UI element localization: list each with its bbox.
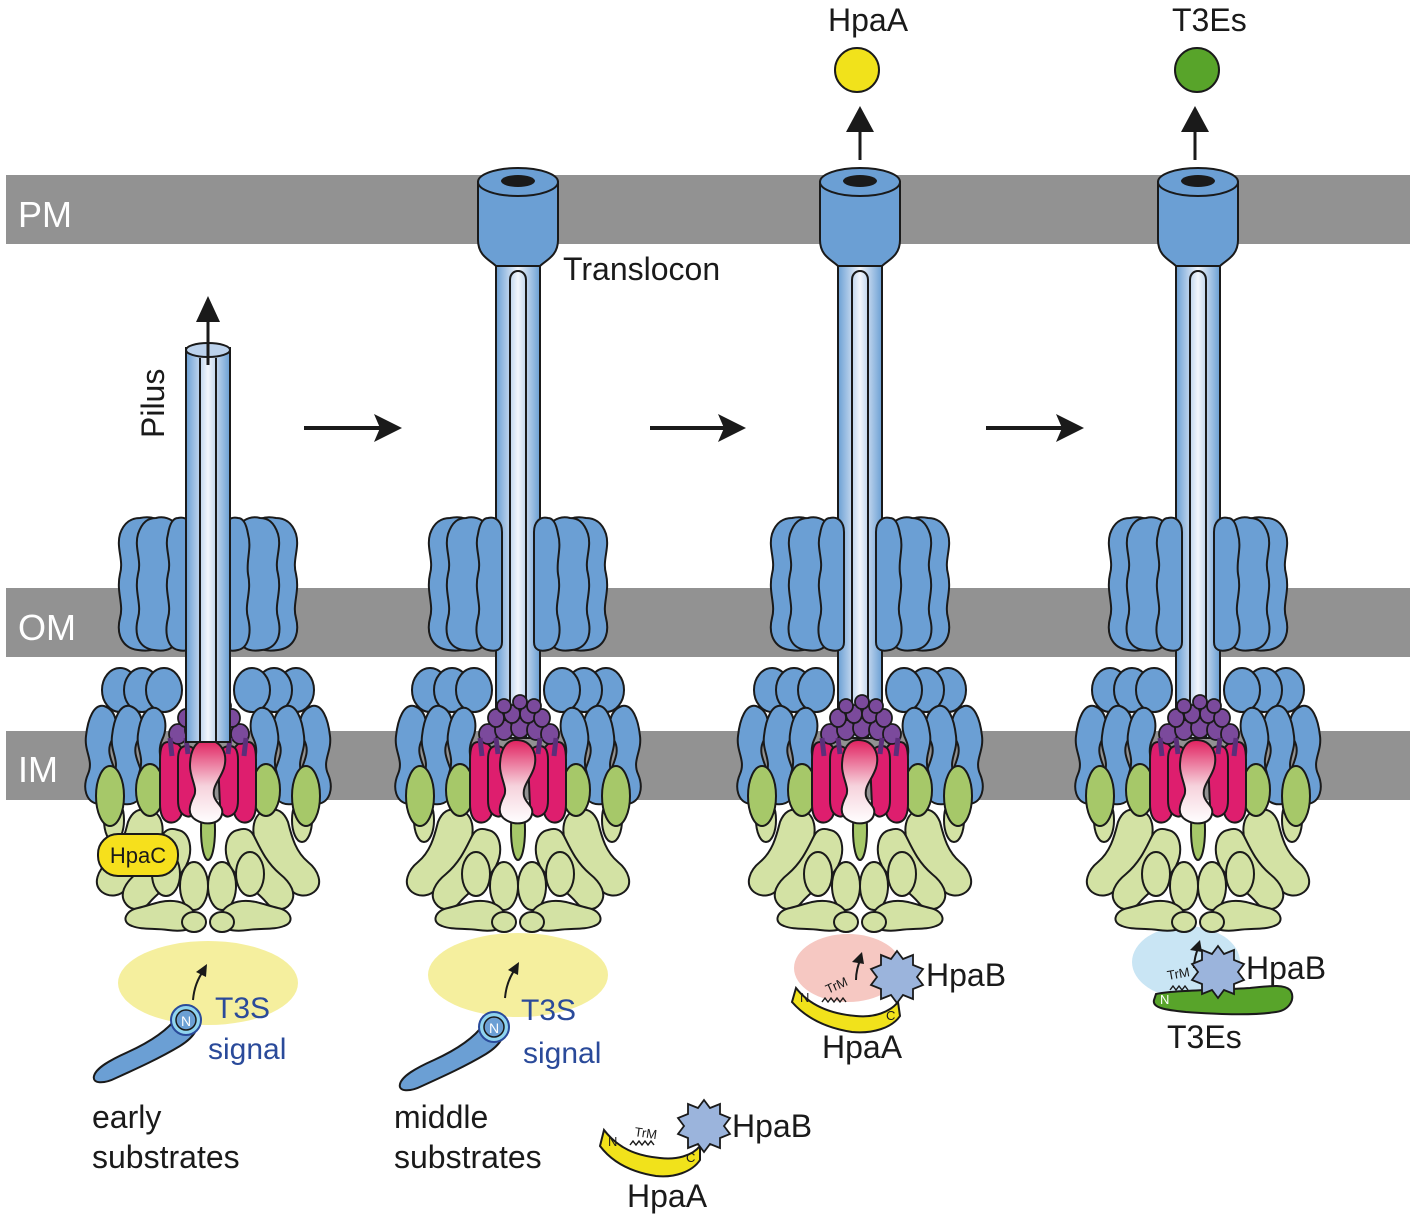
hpaa-label: HpaA	[627, 1178, 708, 1214]
n-terminus-label: N	[489, 1020, 499, 1036]
secretion-system-t3es: T3Es N TrM HpaB T3Es	[1075, 2, 1326, 1055]
trm-label: TrM	[634, 1124, 658, 1142]
early-label-line2: substrates	[92, 1139, 240, 1175]
hpac-label: HpaC	[110, 843, 166, 868]
t3s-label: T3S	[521, 994, 576, 1027]
secreted-hpaa-label: HpaA	[828, 2, 909, 38]
hpab-label: HpaB	[732, 1108, 812, 1144]
trm-label: TrM	[1166, 964, 1191, 983]
n-terminus-label: N	[181, 1013, 191, 1029]
translocon-label: Translocon	[563, 251, 720, 287]
hpaa-exit-arrow	[846, 106, 874, 160]
early-substrate: N	[92, 1004, 202, 1084]
hpaa-substrate: N C TrM	[790, 974, 902, 1034]
hpab-label: HpaB	[926, 957, 1006, 993]
t3s-label: T3S	[215, 992, 270, 1025]
secretion-system-hpaa: HpaA N C TrM HpaB HpaA	[737, 2, 1006, 1065]
secreted-t3es-label: T3Es	[1172, 2, 1247, 38]
pm-label: PM	[18, 194, 72, 235]
hpac-protein: HpaC	[97, 833, 179, 877]
hpaa-c-label: C	[886, 1008, 895, 1023]
hpaa-c-label: C	[686, 1150, 695, 1165]
hpab-protein	[677, 1099, 731, 1153]
middle-label-line1: middle	[394, 1099, 488, 1135]
early-label-line1: early	[92, 1099, 161, 1135]
pilus-short	[185, 342, 231, 743]
t3es-label: T3Es	[1167, 1019, 1242, 1055]
transition-arrow-1	[304, 414, 402, 442]
middle-substrate: N	[398, 1011, 510, 1092]
pilus-label: Pilus	[135, 369, 171, 438]
t3es-exit-arrow	[1181, 106, 1209, 160]
hpaa-label: HpaA	[822, 1029, 903, 1065]
secreted-hpaa	[834, 47, 880, 93]
pilus-growth-arrow	[196, 296, 220, 365]
secreted-t3e	[1174, 47, 1220, 93]
translocon-pore	[1157, 167, 1239, 267]
hpab-label: HpaB	[1246, 950, 1326, 986]
early-substrate-halo	[118, 941, 298, 1025]
hpaa-n-label: N	[800, 990, 809, 1005]
translocon-pore	[819, 167, 901, 267]
signal-label: signal	[523, 1037, 601, 1070]
signal-label: signal	[208, 1033, 286, 1066]
t3e-n-label: N	[1160, 992, 1169, 1007]
transition-arrow-3	[986, 414, 1084, 442]
om-label: OM	[18, 607, 76, 648]
middle-label-line2: substrates	[394, 1139, 542, 1175]
secretion-system-early: Pilus HpaC N T3S signal early substrates	[85, 296, 331, 1175]
hpaa-hpab-complex: N C TrM HpaB HpaA	[598, 1099, 812, 1214]
secretion-system-middle: Translocon N T3S signal middle substrate…	[394, 167, 720, 1175]
transition-arrow-2	[650, 414, 746, 442]
t3e-substrate: N TrM	[1152, 964, 1294, 1016]
im-label: IM	[18, 749, 58, 790]
hpaa-n-label: N	[608, 1134, 617, 1149]
translocon-pore	[477, 167, 559, 267]
